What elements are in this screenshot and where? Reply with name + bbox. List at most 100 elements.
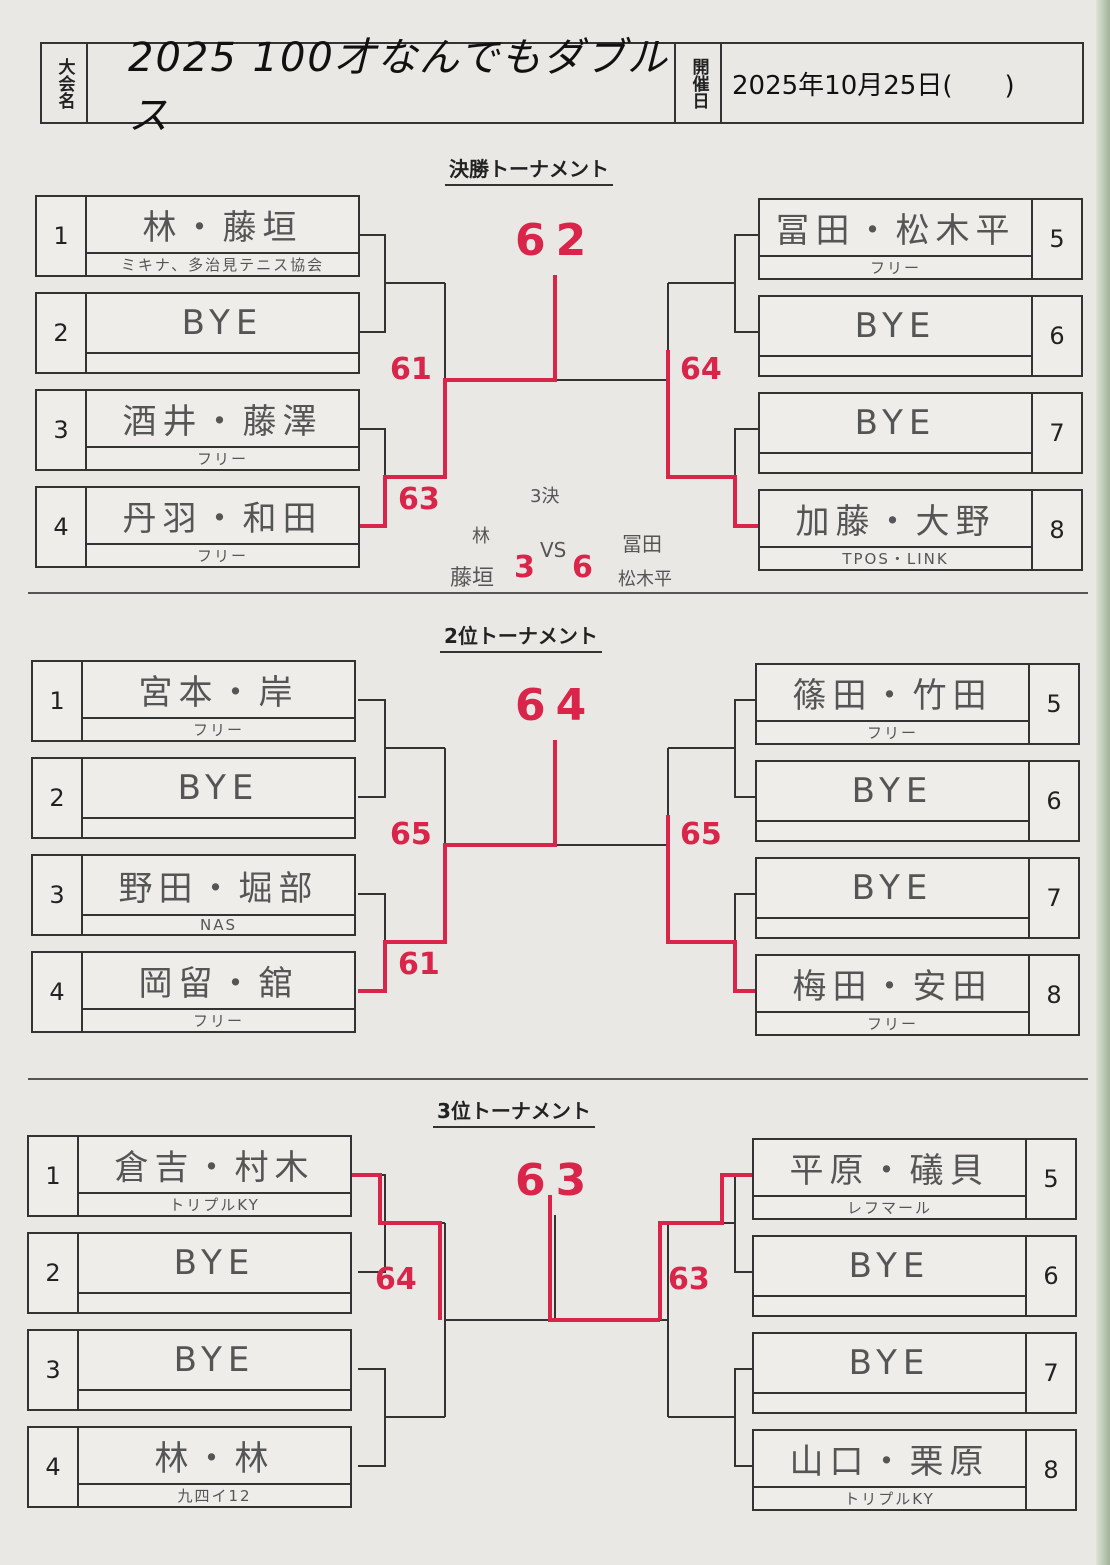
pair-name: 冨田・松木平: [760, 200, 1031, 257]
section-title: 3位トーナメント: [433, 1095, 595, 1128]
seed-number: 8: [1031, 491, 1081, 569]
entry-body: 倉吉・村木トリプルKY: [79, 1137, 350, 1215]
section-divider: [28, 1078, 1088, 1080]
entry-body: 加藤・大野 TPOS・LINK: [760, 491, 1031, 569]
club-name: 九四イ12: [177, 1487, 252, 1505]
seed-number: 5: [1025, 1140, 1075, 1218]
seed-number: 6: [1028, 762, 1078, 840]
tournament-date: 2025年10月25日( ): [732, 70, 1015, 101]
club-name: TPOS・LINK: [842, 550, 949, 568]
seed-number: 3: [29, 1331, 79, 1409]
entry-body: BYE: [79, 1331, 350, 1409]
third-place-right-line1: 冨田: [622, 532, 662, 556]
entry-body: 林・藤垣ミキナ、多治見テニス協会: [87, 197, 358, 275]
club-name: [79, 1294, 350, 1312]
pair-name: BYE: [757, 762, 1028, 822]
entry-body: BYE: [757, 859, 1028, 937]
right-winner-path: [666, 350, 758, 528]
section-title: 2位トーナメント: [440, 620, 602, 653]
club-name: [87, 354, 358, 372]
pair-name: BYE: [760, 394, 1031, 454]
left-semi-score: 64: [375, 1262, 417, 1297]
club-name: フリー: [192, 1012, 244, 1030]
third-place-right-score: 6: [572, 550, 593, 585]
seed-number: 7: [1025, 1334, 1075, 1412]
entry-body: BYE: [760, 297, 1031, 375]
third-place-left-line2: 藤垣: [450, 566, 495, 591]
pair-name: BYE: [83, 759, 354, 819]
club-name: [760, 454, 1031, 472]
seed-number: 7: [1028, 859, 1078, 937]
seed-number: 4: [29, 1428, 79, 1506]
right-winner-path: [666, 815, 758, 993]
final-score: 64: [515, 680, 597, 731]
pair-name: BYE: [754, 1237, 1025, 1297]
entry-body: BYE: [754, 1237, 1025, 1315]
club-name: ミキナ、多治見テニス協会: [120, 256, 325, 274]
photo-edge: [1096, 0, 1110, 1565]
entry-body: 山口・栗原トリプルKY: [754, 1431, 1025, 1509]
pair-name: BYE: [757, 859, 1028, 919]
entry-body: BYE: [760, 394, 1031, 472]
left-semi-score: 65: [390, 817, 432, 852]
pair-name: 加藤・大野: [760, 491, 1031, 548]
seed-number: 7: [1031, 394, 1081, 472]
third-place-right-line2: 松木平: [618, 569, 672, 590]
club-name: トリプルKY: [169, 1196, 260, 1214]
seed-number: 1: [29, 1137, 79, 1215]
pair-name: 篠田・竹田: [757, 665, 1028, 722]
entry-body: 篠田・竹田フリー: [757, 665, 1028, 743]
entry-body: BYE: [757, 762, 1028, 840]
final-score: 63: [515, 1155, 597, 1206]
club-name: トリプルKY: [844, 1490, 935, 1508]
entry-body: 酒井・藤澤フリー: [87, 391, 358, 469]
club-name: [760, 357, 1031, 375]
seed-number: 2: [33, 759, 83, 837]
entry-body: BYE: [79, 1234, 350, 1312]
entry-body: 岡留・舘フリー: [83, 953, 354, 1031]
right-semi-score: 65: [680, 817, 722, 852]
date-label: 開催日: [676, 44, 722, 122]
third-place-left-line1: 林: [472, 526, 490, 547]
club-name: [754, 1297, 1025, 1315]
club-name: フリー: [192, 721, 244, 739]
section-title: 決勝トーナメント: [445, 153, 613, 186]
club-name: [754, 1394, 1025, 1412]
left-first-round-score: 61: [398, 947, 440, 982]
seed-number: 5: [1028, 665, 1078, 743]
seed-number: 2: [29, 1234, 79, 1312]
third-place-label: 3決: [530, 486, 560, 507]
club-name: [757, 919, 1028, 937]
club-name: フリー: [866, 724, 918, 742]
club-name: [79, 1391, 350, 1409]
pair-name: 梅田・安田: [757, 956, 1028, 1013]
right-winner-path: [658, 1173, 752, 1320]
seed-number: 3: [33, 856, 83, 934]
pair-name: 宮本・岸: [83, 662, 354, 719]
right-semi-score: 63: [668, 1262, 710, 1297]
seed-number: 4: [37, 488, 87, 566]
club-name: フリー: [866, 1015, 918, 1033]
seed-number: 8: [1025, 1431, 1075, 1509]
pair-name: 酒井・藤澤: [87, 391, 358, 448]
pair-name: 岡留・舘: [83, 953, 354, 1010]
pair-name: 倉吉・村木: [79, 1137, 350, 1194]
club-name: レフマール: [846, 1199, 932, 1217]
entry-body: 冨田・松木平フリー: [760, 200, 1031, 278]
